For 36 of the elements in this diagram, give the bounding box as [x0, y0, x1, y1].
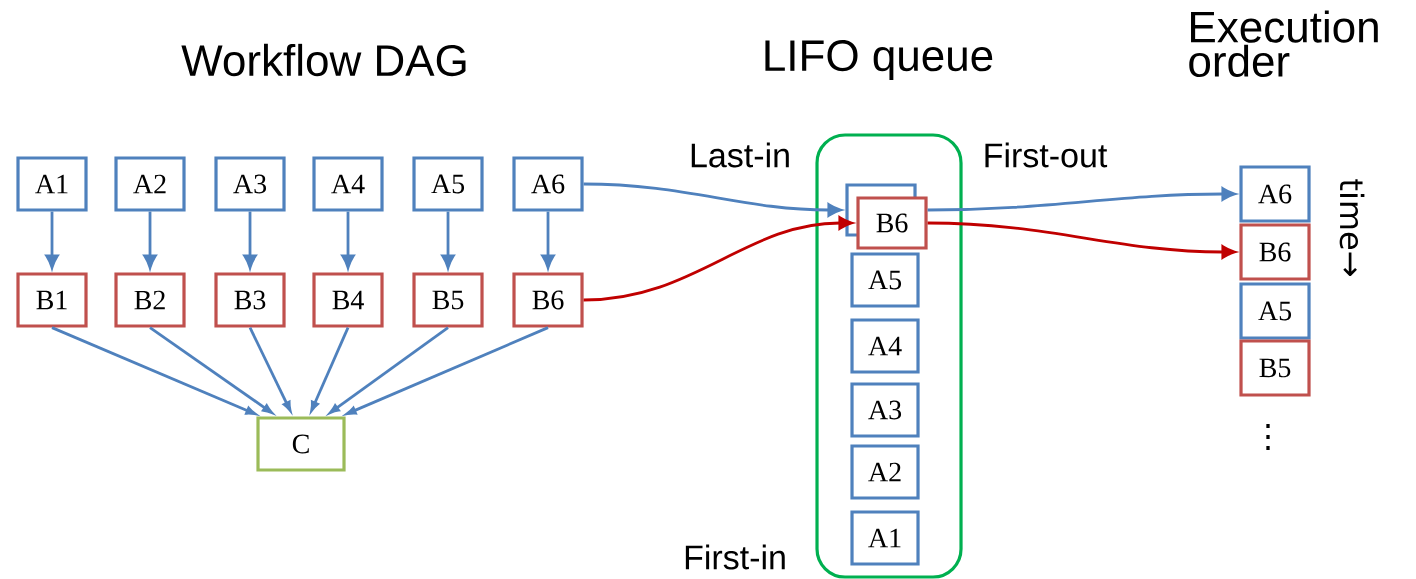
arrow [583, 182, 842, 217]
task-box: A4 [312, 156, 384, 212]
task-box: A2 [850, 444, 920, 500]
task-box: C [256, 416, 346, 472]
task-box: A5 [412, 156, 484, 212]
task-box: B2 [114, 272, 186, 328]
task-box: A1 [850, 510, 920, 566]
task-box: A1 [16, 156, 88, 212]
arrow [927, 221, 1236, 259]
queue-label: First-in [685, 544, 785, 570]
task-box: A4 [850, 318, 920, 374]
task-box: B6 [512, 272, 584, 328]
arrow [45, 211, 59, 269]
arrow [927, 187, 1236, 212]
task-box: B5 [1239, 339, 1311, 397]
queue-label: Last-in [691, 142, 789, 168]
heading: LIFO queue [765, 40, 993, 80]
time-label: time→ [1339, 179, 1365, 276]
heading: Workflow DAG [181, 43, 466, 77]
task-box: A3 [214, 156, 286, 212]
task-box: A6 [1239, 165, 1311, 223]
queue-label: First-out [985, 142, 1108, 168]
task-box: B6 [856, 196, 928, 250]
task-box: A2 [114, 156, 186, 212]
task-box: A3 [850, 382, 920, 438]
heading: Execution order [1189, 10, 1378, 78]
task-box: B3 [214, 272, 286, 328]
task-box: B5 [412, 272, 484, 328]
task-box: B1 [16, 272, 88, 328]
ellipsis: ⋮ [1266, 424, 1270, 450]
task-box: A5 [1239, 282, 1311, 340]
task-box: B6 [1239, 223, 1311, 281]
arrow [583, 216, 853, 302]
task-box: A6 [512, 156, 584, 212]
task-box: A5 [850, 252, 920, 308]
task-box: B4 [312, 272, 384, 328]
